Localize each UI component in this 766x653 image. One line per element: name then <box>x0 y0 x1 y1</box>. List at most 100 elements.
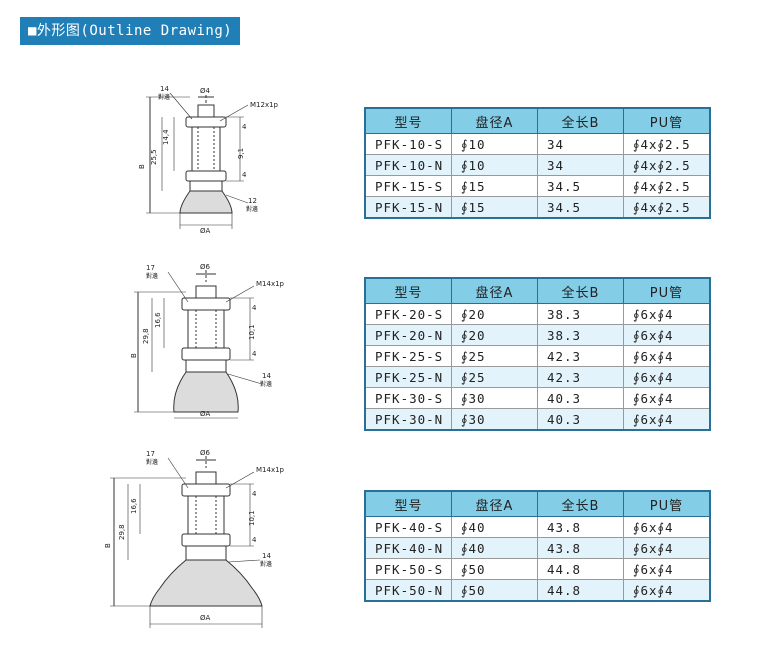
cell-length: 40.3 <box>536 387 624 409</box>
section-title: ■外形图(Outline Drawing) <box>20 17 241 45</box>
table-row: PFK-10-S ∮10 34 ∮4x∮2.5 <box>364 133 711 155</box>
header-model: 型号 <box>364 277 452 304</box>
hex-top-label: 17 <box>146 450 155 458</box>
cell-length: 34 <box>536 133 624 155</box>
hex-bot-sub: 對邊 <box>246 205 258 213</box>
dim-d: 10,1 <box>248 324 256 340</box>
dim-d: 9,1 <box>237 148 245 159</box>
hex-bot-label: 14 <box>262 372 271 380</box>
cell-model: PFK-10-N <box>364 154 452 176</box>
dia-top-label: Ø4 <box>200 87 211 95</box>
cell-length: 42.3 <box>536 345 624 367</box>
dim-d: 10,1 <box>248 510 256 526</box>
header-length: 全长B <box>536 107 624 134</box>
header-pu-tube: PU管 <box>622 107 711 134</box>
table-row: PFK-20-N ∮20 38.3 ∮6x∮4 <box>364 324 711 346</box>
cell-model: PFK-40-N <box>364 537 452 559</box>
cell-pu-tube: ∮6x∮4 <box>622 579 711 602</box>
cell-length: 44.8 <box>536 558 624 580</box>
cell-diameter: ∮40 <box>451 516 538 538</box>
header-diameter: 盘径A <box>451 490 538 517</box>
header-diameter: 盘径A <box>451 277 538 304</box>
header-model: 型号 <box>364 107 452 134</box>
dim-b: 25,5 <box>150 149 158 165</box>
cell-model: PFK-50-N <box>364 579 452 602</box>
cell-pu-tube: ∮4x∮2.5 <box>622 196 711 219</box>
cell-pu-tube: ∮6x∮4 <box>622 345 711 367</box>
cell-diameter: ∮15 <box>451 175 538 197</box>
dim-a: 14,4 <box>162 129 170 145</box>
dia-top-label: Ø6 <box>200 263 211 271</box>
cell-model: PFK-25-N <box>364 366 452 388</box>
hex-top-label: 17 <box>146 264 155 272</box>
cell-diameter: ∮15 <box>451 196 538 219</box>
length-b-label: B <box>130 353 138 358</box>
cell-pu-tube: ∮6x∮4 <box>622 537 711 559</box>
dim-b: 29,8 <box>118 524 126 540</box>
table-row: PFK-25-S ∮25 42.3 ∮6x∮4 <box>364 345 711 367</box>
outline-drawing-3: Ø6 M14x1p 17 對邊 16,6 29,8 4 10,1 4 14 對邊… <box>104 449 285 628</box>
cell-length: 34 <box>536 154 624 176</box>
dim-c: 4 <box>252 490 257 498</box>
header-length: 全长B <box>536 490 624 517</box>
cell-pu-tube: ∮6x∮4 <box>622 366 711 388</box>
spec-table-2: 型号 盘径A 全长B PU管 PFK-20-S ∮20 38.3 ∮6x∮4 P… <box>364 277 711 431</box>
dia-top-label: Ø6 <box>200 449 211 457</box>
cell-diameter: ∮30 <box>451 387 538 409</box>
table-header-row: 型号 盘径A 全长B PU管 <box>364 490 711 517</box>
cell-diameter: ∮10 <box>451 154 538 176</box>
table-row: PFK-30-N ∮30 40.3 ∮6x∮4 <box>364 408 711 431</box>
table-row: PFK-25-N ∮25 42.3 ∮6x∮4 <box>364 366 711 388</box>
thread-label: M14x1p <box>256 466 285 474</box>
cell-pu-tube: ∮6x∮4 <box>622 516 711 538</box>
hex-bot-label: 14 <box>262 552 271 560</box>
hex-top-sub: 對邊 <box>146 458 158 466</box>
header-diameter: 盘径A <box>451 107 538 134</box>
cell-pu-tube: ∮4x∮2.5 <box>622 133 711 155</box>
table-row: PFK-50-S ∮50 44.8 ∮6x∮4 <box>364 558 711 580</box>
hex-top-sub: 對邊 <box>146 272 158 280</box>
cell-pu-tube: ∮6x∮4 <box>622 324 711 346</box>
cell-length: 44.8 <box>536 579 624 602</box>
cell-pu-tube: ∮6x∮4 <box>622 387 711 409</box>
dim-b: 29,8 <box>142 328 150 344</box>
dim-e: 4 <box>242 171 247 179</box>
dim-a: 16,6 <box>130 498 138 514</box>
cell-diameter: ∮20 <box>451 324 538 346</box>
dim-c: 4 <box>242 123 247 131</box>
table-row: PFK-50-N ∮50 44.8 ∮6x∮4 <box>364 579 711 602</box>
cell-diameter: ∮25 <box>451 345 538 367</box>
table-row: PFK-10-N ∮10 34 ∮4x∮2.5 <box>364 154 711 176</box>
cell-model: PFK-30-N <box>364 408 452 431</box>
header-model: 型号 <box>364 490 452 517</box>
table-header-row: 型号 盘径A 全长B PU管 <box>364 107 711 134</box>
cell-model: PFK-30-S <box>364 387 452 409</box>
cell-model: PFK-20-N <box>364 324 452 346</box>
hex-bot-label: 12 <box>248 197 257 205</box>
header-pu-tube: PU管 <box>622 490 711 517</box>
header-length: 全长B <box>536 277 624 304</box>
spec-table-1: 型号 盘径A 全长B PU管 PFK-10-S ∮10 34 ∮4x∮2.5 P… <box>364 107 711 219</box>
cell-length: 38.3 <box>536 324 624 346</box>
diameter-a-label: ØA <box>200 410 211 418</box>
cell-length: 40.3 <box>536 408 624 431</box>
cell-length: 34.5 <box>536 175 624 197</box>
hex-top-label: 14 <box>160 85 169 93</box>
table-row: PFK-15-N ∮15 34.5 ∮4x∮2.5 <box>364 196 711 219</box>
cell-model: PFK-10-S <box>364 133 452 155</box>
dim-e: 4 <box>252 536 257 544</box>
cell-model: PFK-25-S <box>364 345 452 367</box>
cell-diameter: ∮10 <box>451 133 538 155</box>
hex-bot-sub: 對邊 <box>260 560 272 568</box>
diameter-a-label: ØA <box>200 614 211 622</box>
diameter-a-label: ØA <box>200 227 211 235</box>
outline-drawing-1: Ø4 M12x1p 14 對邊 14,4 25,5 4 9,1 4 12 對邊 … <box>138 85 279 235</box>
dim-e: 4 <box>252 350 257 358</box>
table-row: PFK-15-S ∮15 34.5 ∮4x∮2.5 <box>364 175 711 197</box>
thread-label: M14x1p <box>256 280 285 288</box>
dim-a: 16,6 <box>154 312 162 328</box>
cell-pu-tube: ∮4x∮2.5 <box>622 154 711 176</box>
header-pu-tube: PU管 <box>622 277 711 304</box>
cell-length: 38.3 <box>536 303 624 325</box>
cell-diameter: ∮30 <box>451 408 538 431</box>
